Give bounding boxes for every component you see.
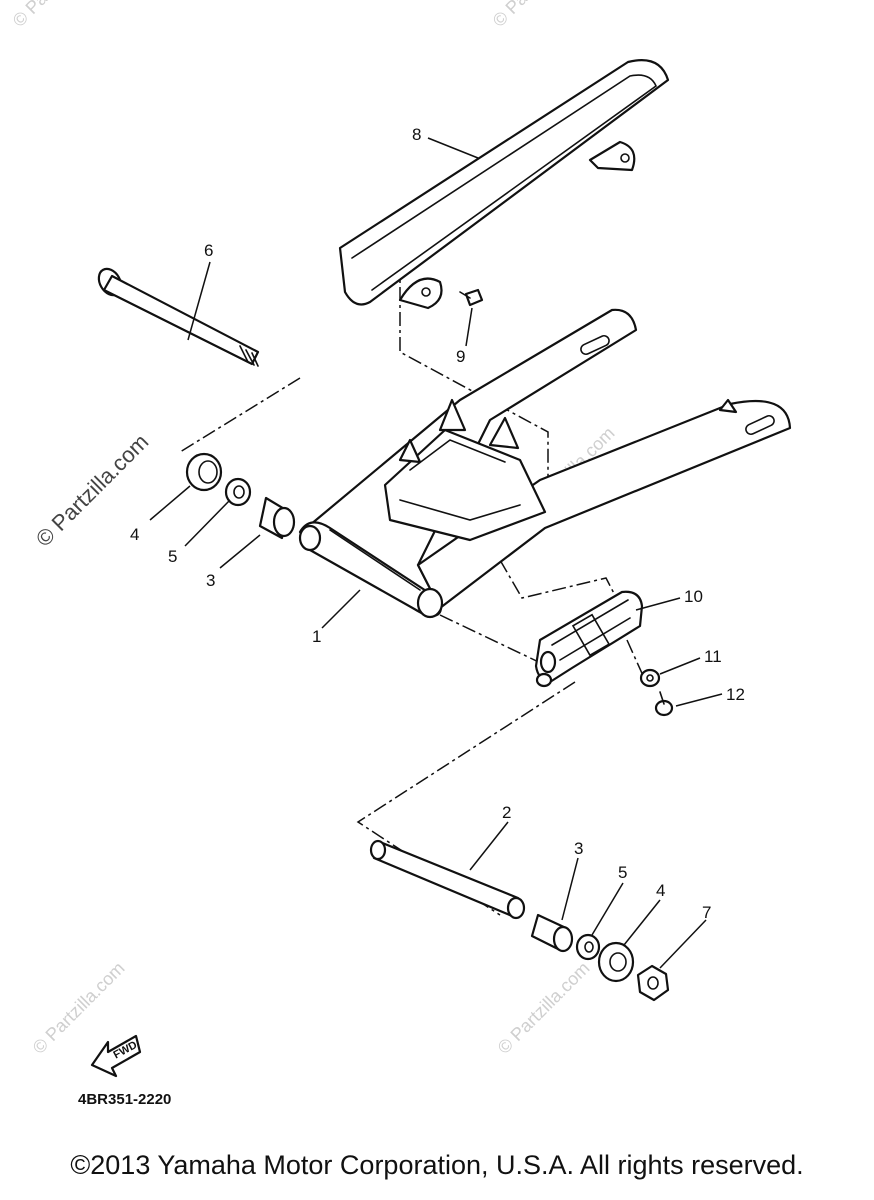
diagram-code: 4BR351-2220 <box>78 1091 171 1108</box>
oil-seal-part-4-lower <box>597 941 635 983</box>
callout-12: 12 <box>726 685 745 704</box>
callout-4-lower: 4 <box>656 881 665 900</box>
swing-arm-part-1 <box>298 308 792 619</box>
callout-8: 8 <box>412 125 421 144</box>
callout-3-lower: 3 <box>574 839 583 858</box>
chain-case-part-8 <box>338 59 670 310</box>
oil-seal-part-4-upper <box>185 452 223 492</box>
shaft-part-2 <box>369 839 526 920</box>
bolt-part-12 <box>654 691 674 717</box>
collar-part-11 <box>639 668 661 688</box>
callout-10: 10 <box>684 587 703 606</box>
fwd-arrow-icon: FWD <box>90 1034 142 1078</box>
callout-5-lower: 5 <box>618 863 627 882</box>
chain-guide-part-10 <box>534 590 644 688</box>
watermark-faint-4: © Partzilla.com <box>29 958 129 1058</box>
callout-5-upper: 5 <box>168 547 177 566</box>
callout-4-upper: 4 <box>130 525 139 544</box>
watermark-faint-1: © Partzilla.com <box>9 0 109 31</box>
lower-bearing-set <box>530 913 670 1002</box>
callout-labels: 8 6 9 4 5 3 1 10 11 12 2 3 5 4 7 <box>130 125 745 922</box>
upper-bearing-set <box>185 452 296 540</box>
nut-part-7 <box>636 964 670 1002</box>
callout-3-upper: 3 <box>206 571 215 590</box>
washer-part-5-upper <box>224 477 252 507</box>
callout-6: 6 <box>204 241 213 260</box>
callout-11: 11 <box>704 647 722 666</box>
callout-9: 9 <box>456 347 465 366</box>
washer-part-5-lower <box>575 933 601 961</box>
pivot-shaft-part-6 <box>97 267 260 367</box>
callout-1: 1 <box>312 627 321 646</box>
callout-7: 7 <box>702 903 711 922</box>
callout-2: 2 <box>502 803 511 822</box>
leader-lines <box>149 137 723 969</box>
copyright-notice: ©2013 Yamaha Motor Corporation, U.S.A. A… <box>70 1150 804 1180</box>
screw-part-9 <box>459 288 484 307</box>
watermark-faint-2: © Partzilla.com <box>489 0 589 31</box>
watermark-faint-5: © Partzilla.com <box>494 958 594 1058</box>
